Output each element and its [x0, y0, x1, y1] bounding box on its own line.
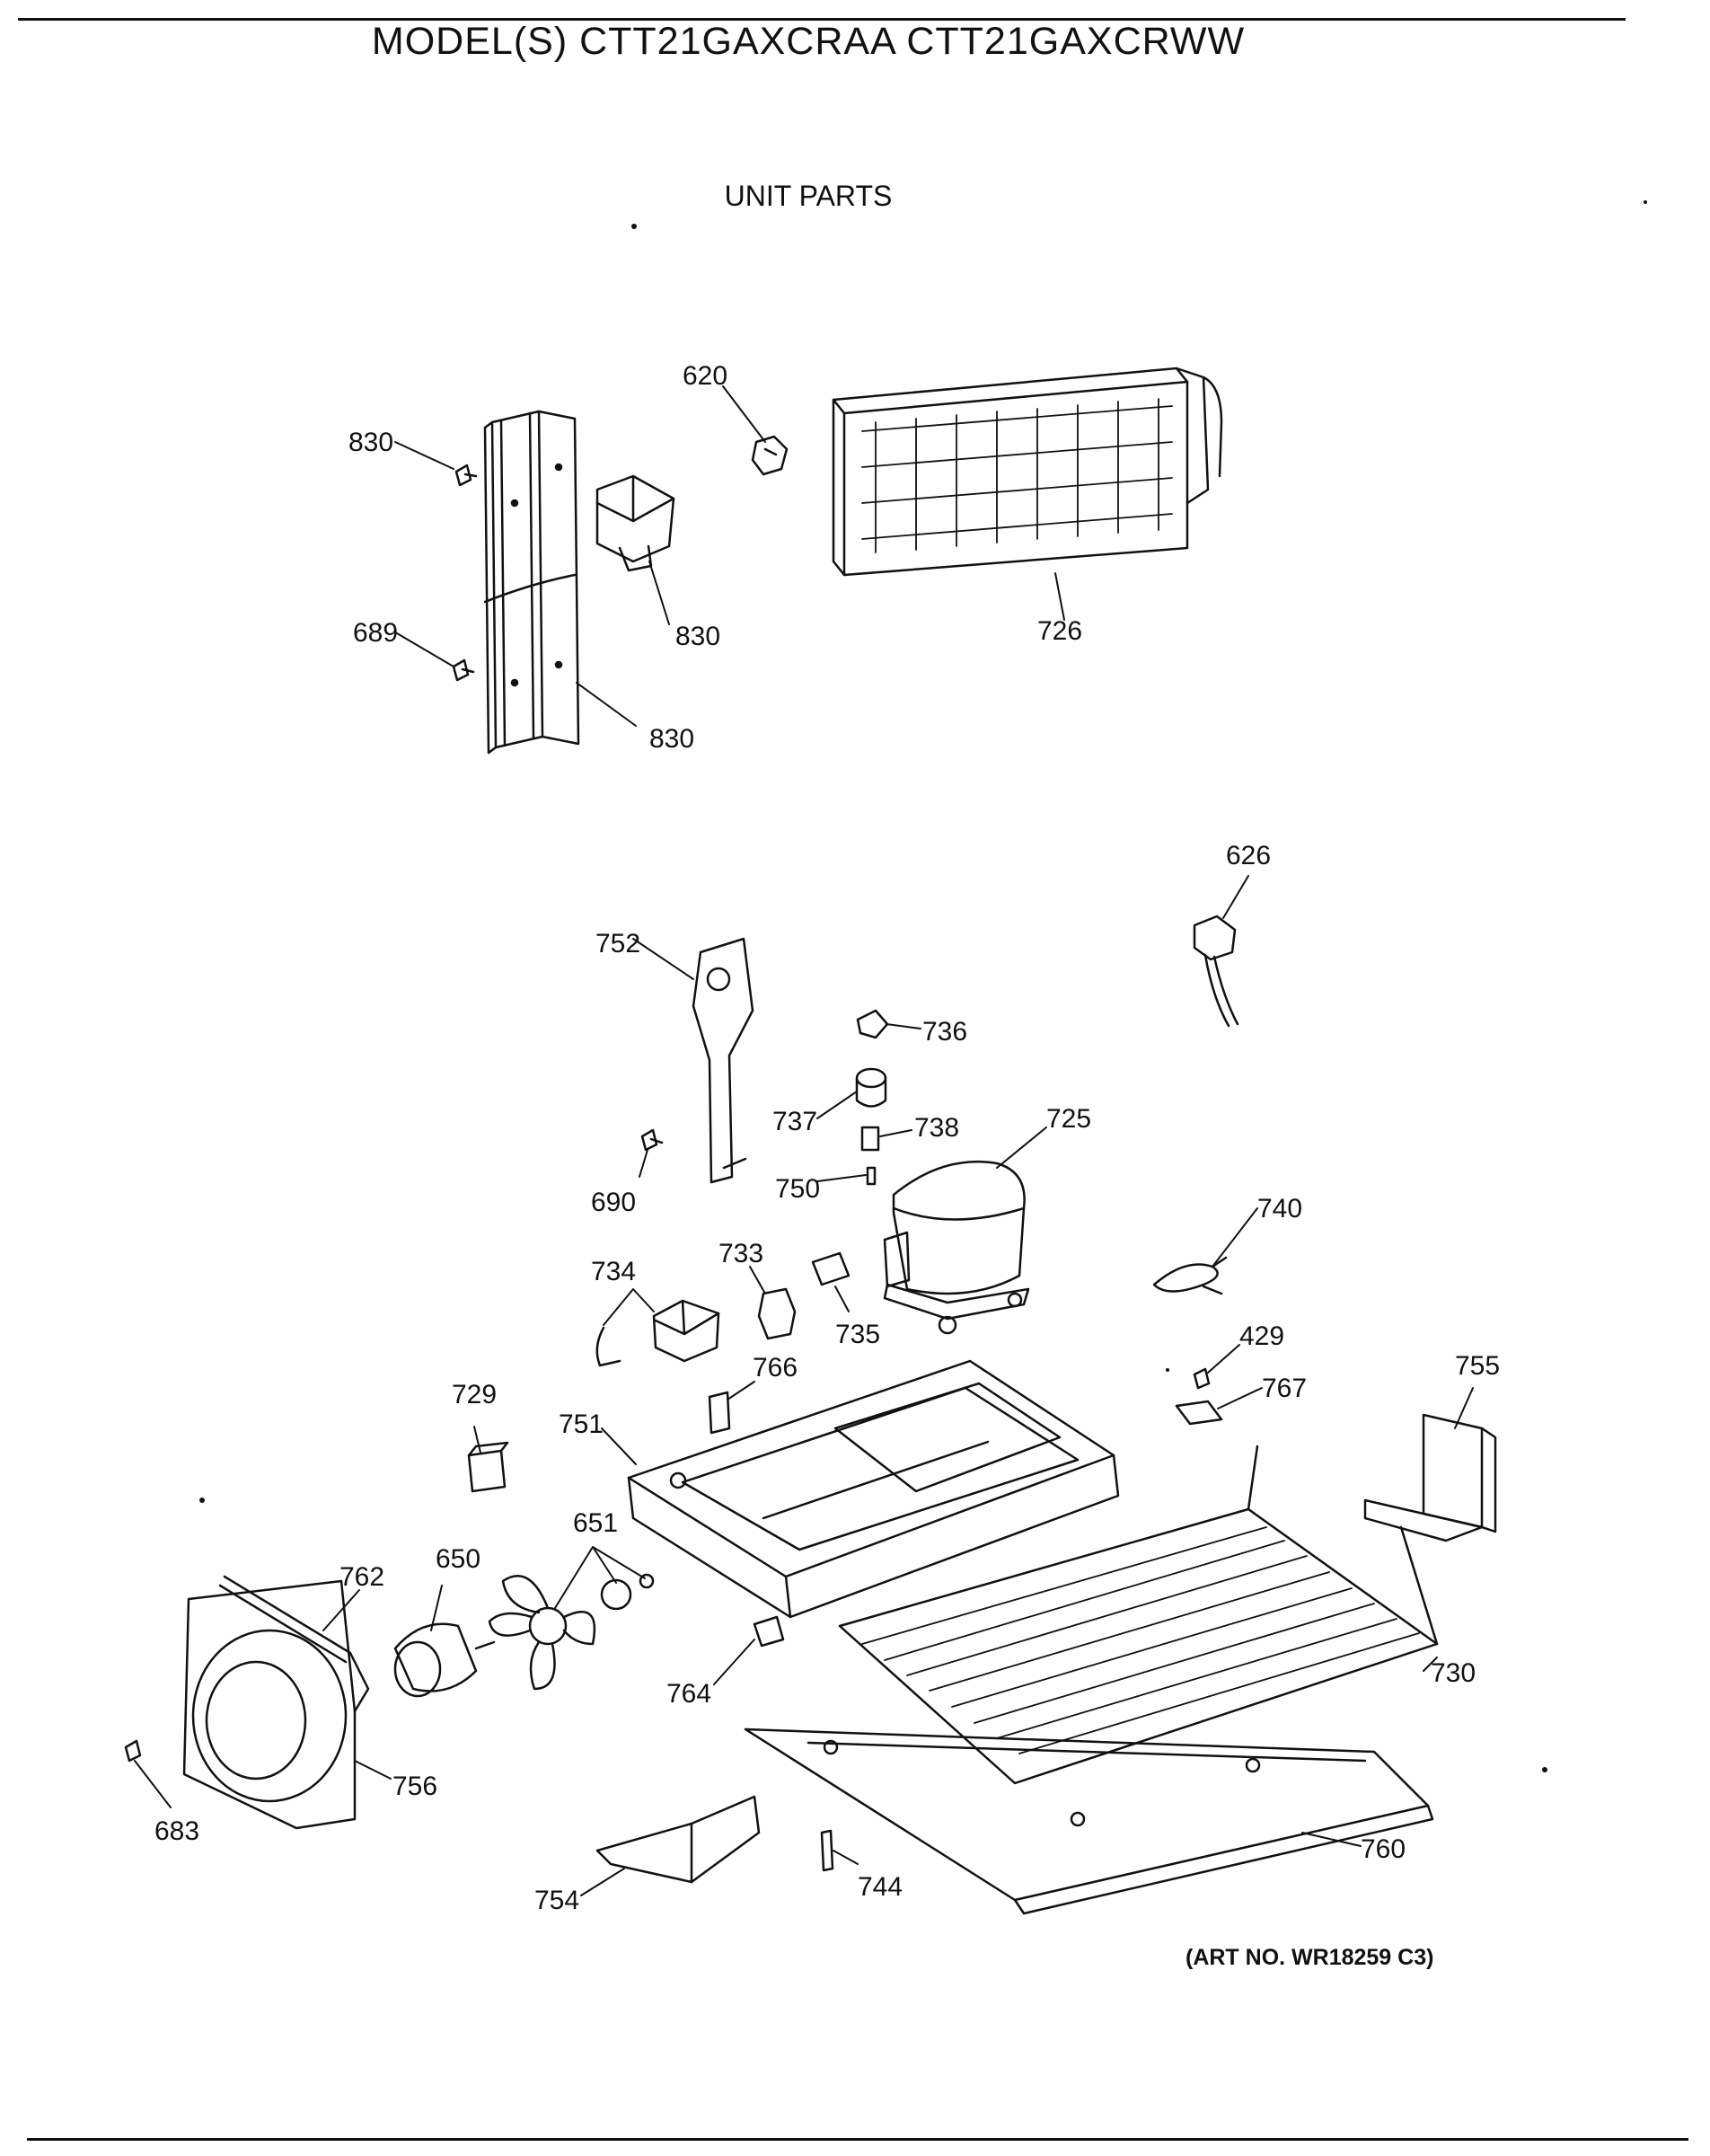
screw-part — [452, 658, 475, 682]
clip-part — [753, 1615, 785, 1648]
drain-pan-part — [744, 1727, 1434, 1915]
callout-756: 756 — [392, 1772, 437, 1801]
screw-part — [124, 1739, 142, 1763]
callout-754: 754 — [534, 1886, 579, 1915]
callout-734: 734 — [591, 1257, 636, 1286]
fan-shroud-part — [182, 1575, 370, 1830]
callout-labels: 620 830 830 830 689 726 626 752 736 737 … — [154, 361, 1500, 1915]
callout-762: 762 — [339, 1562, 384, 1592]
callout-683: 683 — [154, 1816, 199, 1846]
callout-755: 755 — [1455, 1351, 1500, 1381]
base-pan-part — [627, 1359, 1120, 1619]
callout-729: 729 — [452, 1380, 497, 1409]
callout-738: 738 — [914, 1113, 959, 1143]
screw-part — [454, 464, 478, 487]
callout-737: 737 — [772, 1107, 817, 1136]
callout-736: 736 — [922, 1017, 967, 1047]
callout-760: 760 — [1361, 1834, 1406, 1864]
callout-830: 830 — [649, 724, 694, 754]
terminal-cover-part — [811, 1251, 851, 1286]
small-bracket-part — [708, 1391, 731, 1435]
callout-744: 744 — [858, 1872, 903, 1902]
callout-650: 650 — [436, 1544, 480, 1574]
screw-part — [1193, 1367, 1211, 1390]
callout-767: 767 — [1262, 1374, 1307, 1403]
start-relay-part — [595, 1299, 720, 1367]
mounting-grommet-part — [855, 1009, 889, 1186]
page-title: MODEL(S) CTT21GAXCRAA CTT21GAXCRWW — [371, 20, 1246, 63]
capacitor-part — [757, 1287, 797, 1340]
vertical-channel-part — [483, 410, 580, 755]
callout-740: 740 — [1257, 1194, 1302, 1224]
callout-752: 752 — [595, 929, 640, 959]
callout-735: 735 — [835, 1320, 880, 1349]
power-cord-part — [1193, 915, 1239, 1028]
callout-750: 750 — [775, 1174, 820, 1204]
callout-626: 626 — [1226, 841, 1271, 870]
clip-part — [1175, 1400, 1223, 1426]
evaporator-coil-part — [832, 367, 1223, 577]
callout-830: 830 — [675, 622, 720, 651]
callout-766: 766 — [753, 1353, 798, 1383]
callout-726: 726 — [1037, 616, 1082, 646]
leader-lines — [134, 385, 1474, 1896]
callout-690: 690 — [591, 1188, 636, 1217]
scan-specks — [199, 200, 1647, 1772]
compressor-part — [883, 1160, 1030, 1335]
section-title: UNIT PARTS — [724, 180, 893, 212]
callout-733: 733 — [718, 1239, 763, 1268]
top-rule — [18, 18, 1626, 21]
condenser-coil-part — [838, 1445, 1439, 1785]
tray-part — [595, 1795, 761, 1884]
compressor-bracket-part — [692, 937, 754, 1184]
callout-620: 620 — [683, 361, 727, 391]
clip-part — [820, 1829, 834, 1872]
callout-764: 764 — [666, 1679, 711, 1709]
clip-part — [751, 435, 789, 476]
callout-689: 689 — [353, 618, 398, 648]
callout-651: 651 — [573, 1508, 618, 1538]
drain-block-part — [467, 1441, 509, 1493]
bottom-rule — [27, 2138, 1688, 2141]
callout-429: 429 — [1239, 1321, 1284, 1351]
callout-830: 830 — [348, 428, 393, 457]
fan-motor-part — [393, 1622, 496, 1698]
callout-751: 751 — [559, 1409, 604, 1439]
callout-730: 730 — [1431, 1658, 1476, 1688]
shield-support-part — [1363, 1413, 1497, 1542]
relay-block-part — [595, 474, 675, 572]
fan-blade-part — [488, 1573, 655, 1691]
callout-725: 725 — [1046, 1104, 1091, 1134]
art-number: (ART NO. WR18259 C3) — [1186, 1945, 1434, 1970]
screw-part — [640, 1128, 664, 1152]
